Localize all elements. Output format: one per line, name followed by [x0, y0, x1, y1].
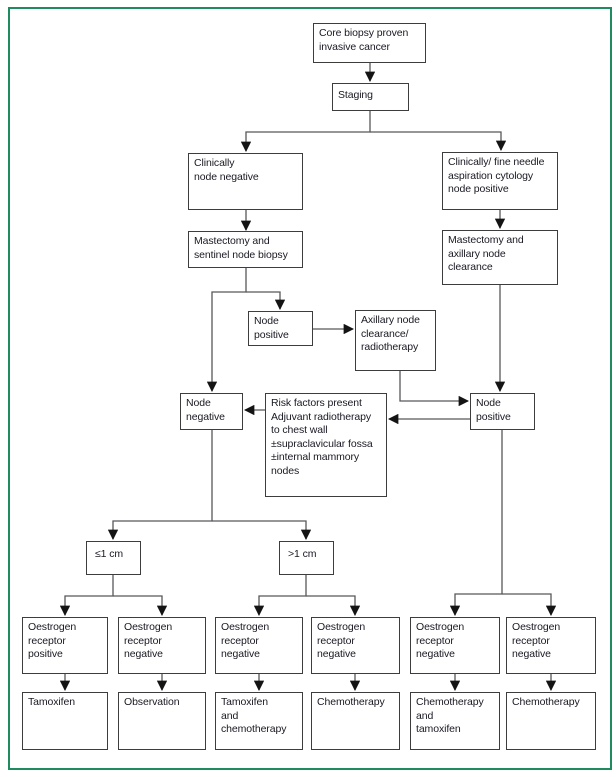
connector-staging-clinneg — [240, 111, 371, 153]
node-axillary-clearance: Axillary node clearance/ radiotherapy — [355, 310, 436, 371]
node-clinically-node-positive: Clinically/ fine needle aspiration cytol… — [442, 152, 558, 210]
node-le-1cm: ≤1 cm — [86, 541, 141, 575]
node-node-negative: Node negative — [180, 393, 243, 430]
connector-nodeposright-er5 — [449, 430, 503, 617]
figure-border — [8, 7, 612, 770]
node-treatment-tamoxifen: Tamoxifen — [22, 692, 108, 750]
node-core-biopsy: Core biopsy proven invasive cancer — [313, 23, 426, 63]
connector-le1cm-er2 — [113, 595, 168, 617]
connector-axillary-nodeposright — [399, 371, 470, 407]
connector-mastsnb-nodepos — [246, 291, 286, 311]
node-treatment-chemo-4: Chemotherapy — [311, 692, 400, 750]
node-er-negative-2: Oestrogen receptor negative — [118, 617, 206, 674]
node-staging: Staging — [332, 83, 409, 111]
node-mastectomy-axillary: Mastectomy and axillary node clearance — [442, 230, 558, 285]
connector-nodeposright-er6 — [502, 593, 557, 617]
node-treatment-observation: Observation — [118, 692, 206, 750]
connector-staging-clinpos — [370, 131, 507, 152]
node-er-negative-5: Oestrogen receptor negative — [410, 617, 500, 674]
connector-nodeneg-gt1cm — [212, 520, 312, 541]
node-node-positive-right: Node positive — [470, 393, 535, 430]
node-risk-factors: Risk factors present Adjuvant radiothera… — [265, 393, 387, 497]
node-er-negative-3: Oestrogen receptor negative — [215, 617, 303, 674]
node-er-negative-4: Oestrogen receptor negative — [311, 617, 400, 674]
connector-gt1cm-er4 — [306, 595, 361, 617]
node-treatment-chemo-tamoxifen: Chemotherapy and tamoxifen — [410, 692, 500, 750]
connector-mastsnb-nodeneg — [206, 268, 247, 393]
node-mastectomy-sentinel: Mastectomy and sentinel node biopsy — [188, 231, 303, 268]
node-gt-1cm: >1 cm — [279, 541, 334, 575]
node-clinically-node-negative: Clinically node negative — [188, 153, 303, 210]
node-treatment-chemo-6: Chemotherapy — [506, 692, 596, 750]
node-treatment-tamoxifen-chemo: Tamoxifen and chemotherapy — [215, 692, 303, 750]
connector-le1cm-er1 — [59, 575, 114, 617]
connector-gt1cm-er3 — [253, 575, 307, 617]
node-node-positive-mid: Node positive — [248, 311, 313, 346]
node-er-positive-1: Oestrogen receptor positive — [22, 617, 108, 674]
connector-nodeneg-le1cm — [107, 430, 213, 541]
node-er-negative-6: Oestrogen receptor negative — [506, 617, 596, 674]
